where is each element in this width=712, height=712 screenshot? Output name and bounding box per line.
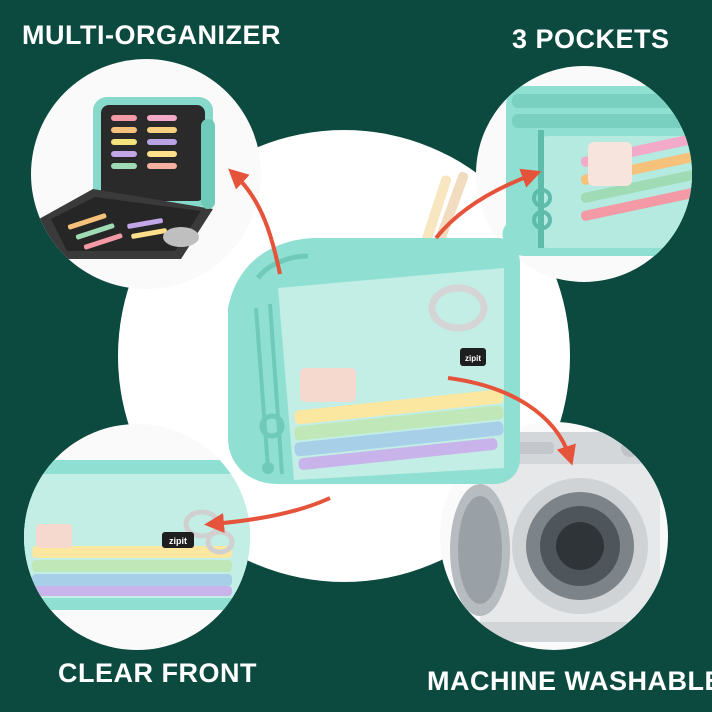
washing-machine-image xyxy=(450,432,660,642)
label-clear-front: CLEAR FRONT xyxy=(58,658,257,688)
three-pockets-bubble xyxy=(476,66,692,282)
clear-front-image: zipit xyxy=(24,460,250,610)
three-pockets-image xyxy=(502,86,692,256)
label-machine-washable: MACHINE WASHABLE xyxy=(427,666,712,696)
clear-front-bubble: zipit xyxy=(24,424,250,650)
pencil-case-image: zipit xyxy=(228,171,520,484)
label-multi-organizer: MULTI-ORGANIZER xyxy=(22,20,281,50)
brand-tag-product: zipit xyxy=(465,354,481,363)
organizer-inside-image xyxy=(39,97,215,259)
pencil-case-product: zipit xyxy=(208,168,528,508)
organizer-inside-bubble xyxy=(31,59,261,289)
brand-tag-clear: zipit xyxy=(169,536,187,546)
label-three-pockets: 3 POCKETS xyxy=(512,24,670,54)
